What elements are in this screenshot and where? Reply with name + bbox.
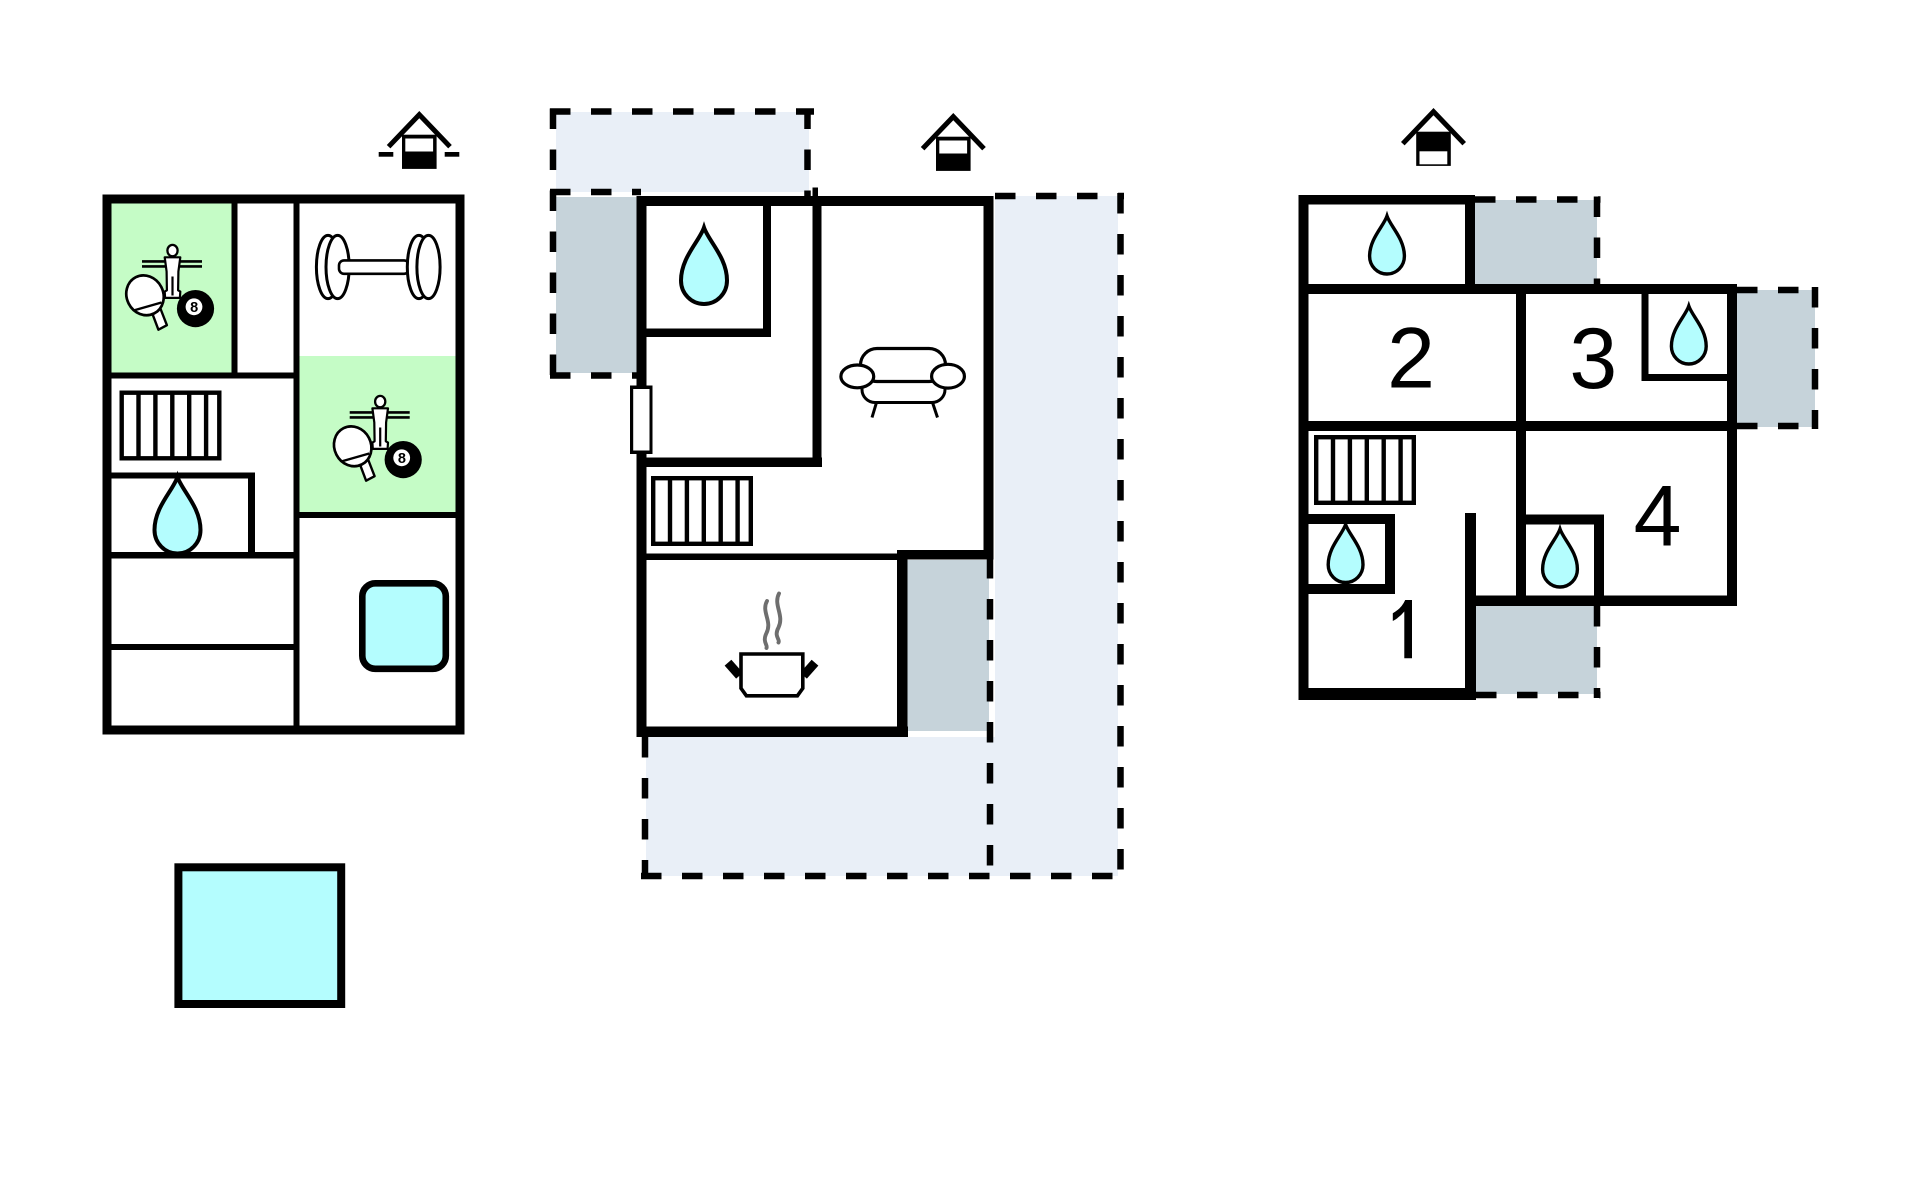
svg-text:2: 2 [1387,311,1435,407]
svg-text:3: 3 [1569,311,1617,407]
svg-text:4: 4 [1634,469,1682,565]
